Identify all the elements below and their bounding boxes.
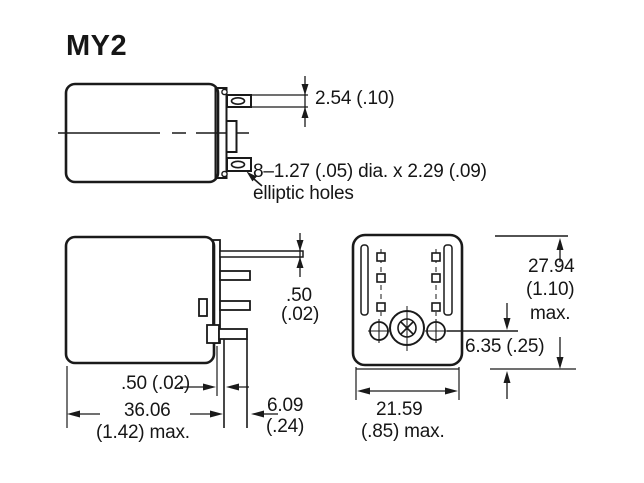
arrow-left-icon: [357, 387, 370, 395]
case-height-label-max: max.: [530, 303, 571, 324]
elliptic-holes-note-line2: elliptic holes: [253, 183, 354, 204]
dimension-case-height: [490, 235, 576, 370]
leader-arrow-icon: [246, 171, 257, 182]
dimension-case-width: [355, 367, 460, 400]
dimension-pin-row-offset: [447, 303, 518, 399]
case-width-label-in: (.85) max.: [361, 421, 445, 442]
arrow-right-icon: [210, 410, 223, 418]
arrow-up-icon: [503, 371, 511, 383]
page-title: MY2: [66, 30, 128, 62]
arrow-up-icon: [296, 257, 304, 268]
bottom-view: [351, 233, 464, 370]
arrow-down-icon: [503, 318, 511, 330]
terminal-length-label-in: (.24): [266, 416, 305, 437]
terminal-length-label-mm: 6.09: [267, 395, 304, 416]
case-width-label-mm: 21.59: [376, 399, 423, 420]
side-view-terminals: [64, 235, 304, 428]
arrow-left-icon: [226, 383, 239, 391]
case-length-label-in: (1.42) max.: [96, 422, 190, 443]
arrow-right-icon: [445, 387, 458, 395]
arrow-right-icon: [203, 383, 216, 391]
terminal-thickness-label-in: (.02): [281, 304, 320, 325]
dimension-terminal-gap: [180, 346, 249, 396]
dimension-terminal-thickness: [296, 233, 304, 277]
side-view-pin-detail: [58, 82, 252, 184]
pin-row-offset-label: 6.35 (.25): [465, 336, 545, 357]
case-length-label-mm: 36.06: [124, 400, 171, 421]
arrow-down-icon: [556, 357, 564, 369]
terminal-gap-label: .50 (.02): [121, 373, 190, 394]
arrow-up-icon: [556, 238, 564, 250]
dimension-pin-pitch: [251, 76, 309, 127]
leader-elliptic-holes: [246, 171, 263, 187]
arrow-left-icon: [251, 410, 264, 418]
dimension-case-length: [66, 366, 223, 428]
arrow-up-icon: [301, 107, 309, 118]
case-height-label-in: (1.10): [526, 279, 575, 300]
arrow-down-icon: [301, 84, 309, 95]
arrow-left-icon: [67, 410, 80, 418]
pin-pitch-label: 2.54 (.10): [315, 88, 395, 109]
terminal-thickness-label-mm: .50: [286, 285, 312, 306]
case-height-label-mm: 27.94: [528, 256, 575, 277]
arrow-down-icon: [296, 240, 304, 251]
dimension-terminal-length: [251, 410, 278, 418]
elliptic-holes-note-line1: 8–1.27 (.05) dia. x 2.29 (.09): [253, 161, 487, 182]
